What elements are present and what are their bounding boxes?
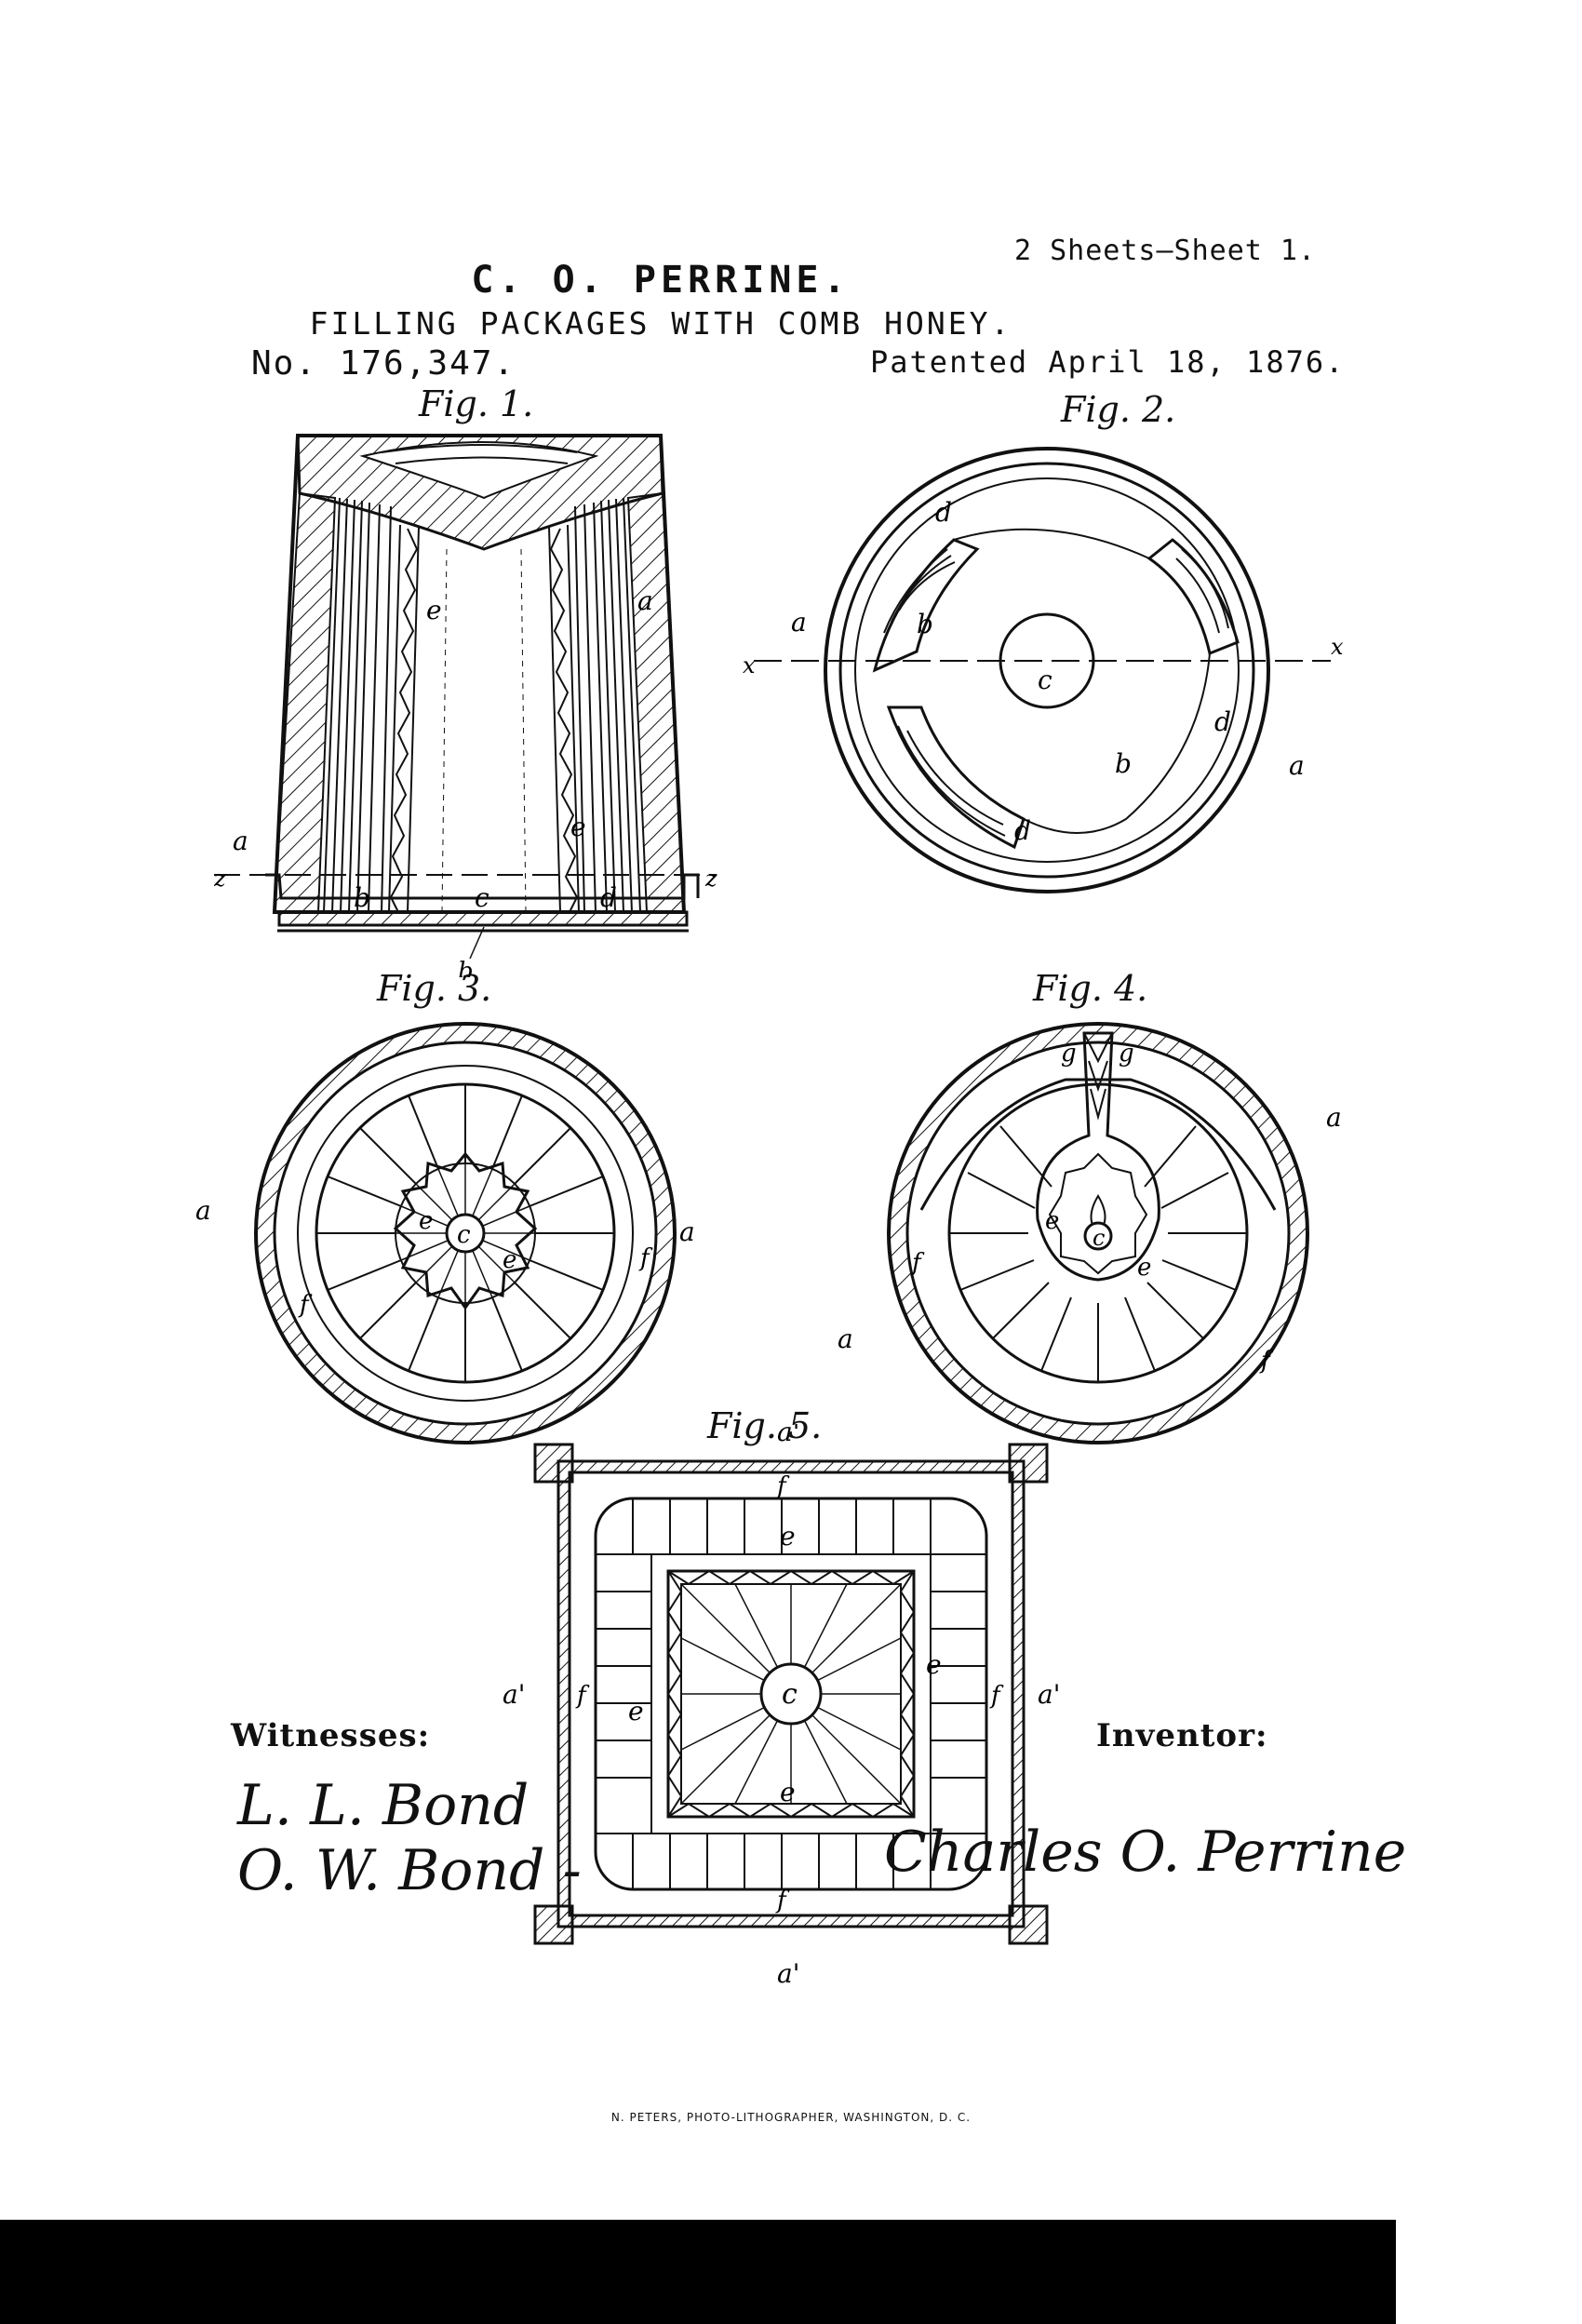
fig-3-drawing: c e e a a f f	[195, 1022, 695, 1444]
fig2-letter-d-top: d	[935, 497, 952, 528]
patent-title: FILLING PACKAGES WITH COMB HONEY.	[309, 305, 1012, 342]
inventor-signature: Charles O. Perrine	[884, 1820, 1407, 1885]
fig5-letter-f-right: f	[989, 1682, 1004, 1710]
fig2-letter-d-right: d	[1214, 706, 1231, 737]
fig4-letter-e-right: e	[1137, 1254, 1151, 1282]
printer-credit: N. PETERS, PHOTO-LITHOGRAPHER, WASHINGTO…	[610, 2111, 972, 2124]
fig-5-drawing: c e e e e a' a' a' a' f f f f	[503, 1424, 1060, 1989]
fig5-letter-f-top: f	[775, 1472, 790, 1500]
fig1-letter-b: b	[354, 882, 370, 913]
fig-1-label: Fig. 1.	[419, 383, 534, 424]
fig3-letter-e-right: e	[503, 1246, 516, 1274]
fig-3-label: Fig. 3.	[377, 968, 492, 1009]
fig4-letter-g-right: g	[1119, 1040, 1134, 1068]
fig4-letter-g-left: g	[1061, 1040, 1077, 1068]
fig2-letter-a-left: a	[791, 607, 807, 638]
fig1-letter-e-lower: e	[570, 812, 586, 842]
fig4-letter-e-left: e	[1045, 1207, 1059, 1235]
fig2-letter-x-left: x	[743, 652, 756, 678]
fig2-letter-x-right: x	[1331, 634, 1344, 660]
fig5-letter-e-right: e	[926, 1649, 942, 1680]
fig2-letter-a-right: a	[1289, 750, 1305, 781]
fig4-letter-a-right: a	[1326, 1102, 1342, 1133]
fig2-letter-d-bottom: d	[1014, 815, 1031, 846]
fig5-letter-a-prime-right: a'	[1038, 1679, 1060, 1710]
fig2-letter-c: c	[1038, 665, 1052, 695]
fig5-letter-e-top: e	[780, 1521, 796, 1552]
fig1-letter-b-bottom: b	[458, 958, 474, 977]
fig2-letter-b-upper: b	[917, 609, 933, 639]
fig1-letter-c: c	[475, 882, 489, 913]
fig4-letter-a-left: a	[838, 1323, 853, 1354]
fig1-letter-z-right: z	[704, 866, 717, 892]
fig-4-drawing: c g g e e a a f f	[838, 1022, 1342, 1444]
scan-border-band	[0, 2220, 1396, 2324]
witness-signature-2: O. W. Bond -	[237, 1838, 582, 1903]
sheet-info: 2 Sheets—Sheet 1.	[1014, 235, 1317, 267]
fig-2-label: Fig. 2.	[1061, 389, 1176, 430]
fig5-letter-f-left: f	[575, 1682, 590, 1710]
fig-4-label: Fig. 4.	[1033, 968, 1148, 1009]
fig5-letter-a-prime-left: a'	[503, 1679, 525, 1710]
fig1-letter-e-upper: e	[426, 595, 442, 625]
fig1-letter-z-left: z	[214, 866, 226, 892]
fig-2-drawing: x x a a b b c d d d	[743, 447, 1344, 893]
fig3-letter-a-right: a	[679, 1216, 695, 1247]
patent-number: No. 176,347.	[251, 344, 516, 383]
fig4-letter-c: c	[1093, 1225, 1105, 1251]
fig5-letter-c: c	[782, 1678, 798, 1711]
fig3-letter-a-left: a	[195, 1195, 211, 1226]
fig1-letter-a-left: a	[233, 826, 248, 856]
fig5-letter-e-bottom: e	[780, 1777, 796, 1807]
witness-signature-1: L. L. Bond	[237, 1773, 530, 1838]
fig1-letter-a-right: a	[637, 585, 653, 616]
fig3-letter-c: c	[457, 1221, 471, 1249]
witnesses-label: Witnesses:	[231, 1717, 431, 1754]
fig-5-label: Fig. 5.	[707, 1405, 823, 1446]
fig1-letter-d: d	[600, 882, 617, 913]
fig5-letter-a-prime-bottom: a'	[777, 1958, 799, 1989]
inventor-name: C. O. PERRINE.	[471, 259, 851, 302]
patent-date: Patented April 18, 1876.	[870, 344, 1346, 380]
inventor-label: Inventor:	[1096, 1717, 1268, 1754]
fig5-letter-a-prime-top: a'	[777, 1424, 799, 1447]
fig-1-drawing: a a z z e e b c d b	[214, 434, 717, 977]
fig3-letter-e-left: e	[419, 1207, 433, 1235]
fig2-letter-b-lower: b	[1115, 748, 1132, 779]
fig5-letter-e-left: e	[628, 1696, 644, 1726]
